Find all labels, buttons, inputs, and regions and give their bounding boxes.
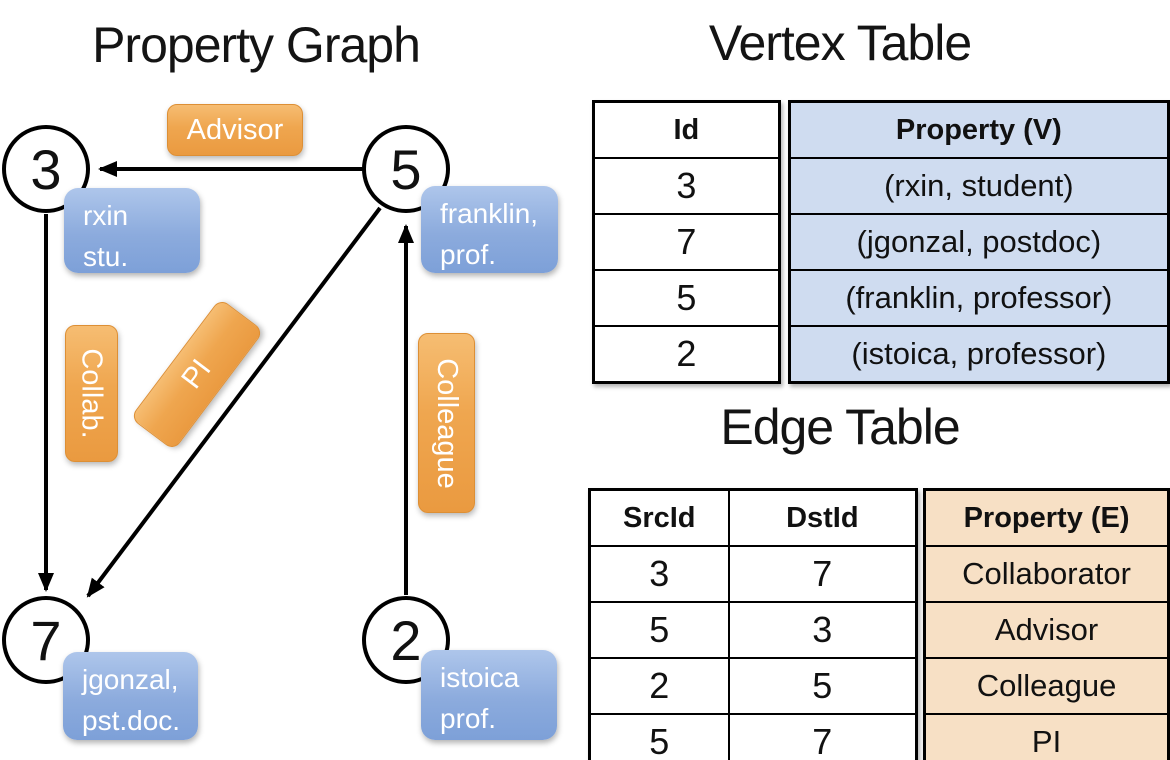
- edge-label-advisor: Advisor: [167, 104, 303, 156]
- vertex-table-title: Vertex Table: [708, 15, 972, 71]
- vertex-property-line: prof.: [440, 238, 497, 270]
- table-cell: 5: [588, 601, 730, 659]
- table-row: (rxin, student): [788, 157, 1170, 215]
- table-cell: Advisor: [923, 601, 1170, 659]
- table-row: 2: [592, 325, 781, 384]
- table-cell: 3: [727, 601, 918, 659]
- table-row: (jgonzal, postdoc): [788, 213, 1170, 271]
- graph-node-2: 2: [362, 596, 450, 684]
- vertex-property-line: rxin: [83, 200, 129, 231]
- edge-label-text: Collab.: [76, 348, 108, 439]
- table-cell: 2: [588, 657, 730, 715]
- table-header-row: Property (V): [788, 100, 1170, 159]
- vertex-table-id-column: Id 3 7 5 2: [592, 100, 781, 384]
- table-cell: Colleague: [923, 657, 1170, 715]
- edge-table: SrcId DstId 3 7 5 3 2 5 5 7 Property (E): [588, 488, 1170, 760]
- table-row: Collaborator: [923, 545, 1170, 603]
- table-row: 5: [592, 269, 781, 327]
- table-cell: 7: [592, 213, 781, 271]
- edge-table-id-columns: SrcId DstId 3 7 5 3 2 5 5 7: [588, 488, 919, 760]
- table-header-row: Id: [592, 100, 781, 159]
- table-cell: 3: [592, 157, 781, 215]
- vertex-table-property-column: Property (V) (rxin, student) (jgonzal, p…: [787, 100, 1170, 384]
- node-id-label: 5: [390, 137, 422, 201]
- vertex-property-line: franklin,: [440, 198, 539, 229]
- vertex-table: Id 3 7 5 2 Property (V) (rxin, student) …: [592, 100, 1170, 384]
- edge-table-title: Edge Table: [720, 399, 960, 455]
- table-row: Colleague: [923, 657, 1170, 715]
- table-row: 3 7: [588, 545, 918, 603]
- edge-label-text: Advisor: [186, 113, 284, 146]
- table-row: 5 7: [588, 713, 918, 760]
- table-row: 7: [592, 213, 781, 271]
- table-cell: (istoica, professor): [788, 325, 1170, 384]
- table-row: 3: [592, 157, 781, 215]
- column-header-property-e: Property (E): [923, 488, 1170, 547]
- vertex-property-box-5: franklin, prof.: [421, 186, 558, 273]
- vertex-property-box-2: istoica prof.: [421, 650, 557, 740]
- table-header-row: Property (E): [923, 488, 1170, 547]
- table-cell: 7: [727, 545, 918, 603]
- table-row: (franklin, professor): [788, 269, 1170, 327]
- node-id-label: 3: [30, 137, 62, 201]
- edge-label-colleague: Colleague: [418, 333, 475, 513]
- vertex-property-box-7: jgonzal, pst.doc.: [63, 652, 198, 740]
- table-cell: (jgonzal, postdoc): [788, 213, 1170, 271]
- table-cell: 3: [588, 545, 730, 603]
- table-cell: 2: [592, 325, 781, 384]
- property-graph-title: Property Graph: [92, 17, 421, 73]
- table-cell: (rxin, student): [788, 157, 1170, 215]
- column-header-property-v: Property (V): [788, 100, 1170, 159]
- table-row: (istoica, professor): [788, 325, 1170, 384]
- vertex-property-line: prof.: [440, 702, 497, 734]
- node-id-label: 2: [390, 608, 422, 672]
- table-cell: PI: [923, 713, 1170, 760]
- table-row: 5 3: [588, 601, 918, 659]
- column-header-srcid: SrcId: [588, 488, 730, 547]
- table-cell: (franklin, professor): [788, 269, 1170, 327]
- table-cell: Collaborator: [923, 545, 1170, 603]
- table-row: 2 5: [588, 657, 918, 715]
- edge-label-text: PI: [175, 353, 218, 395]
- graph-edges: [38, 161, 414, 598]
- edge-table-property-column: Property (E) Collaborator Advisor Collea…: [923, 488, 1170, 760]
- edge-label-collab: Collab.: [65, 325, 118, 462]
- table-cell: 5: [727, 657, 918, 715]
- vertex-property-line: pst.doc.: [82, 704, 181, 736]
- vertex-property-line: istoica: [440, 662, 520, 693]
- vertex-property-box-3: rxin stu.: [64, 188, 200, 273]
- table-cell: 7: [727, 713, 918, 760]
- node-id-label: 7: [30, 608, 62, 672]
- edge-label-text: Colleague: [431, 357, 464, 489]
- table-row: Advisor: [923, 601, 1170, 659]
- vertex-property-line: jgonzal,: [82, 664, 179, 695]
- table-row: PI: [923, 713, 1170, 760]
- table-header-row: SrcId DstId: [588, 488, 918, 547]
- column-header-dstid: DstId: [727, 488, 918, 547]
- vertex-property-line: stu.: [83, 240, 129, 272]
- edge-5-to-7: [86, 206, 382, 598]
- column-header-id: Id: [592, 100, 781, 159]
- graph-node-5: 5: [362, 125, 450, 213]
- table-cell: 5: [592, 269, 781, 327]
- table-cell: 5: [588, 713, 730, 760]
